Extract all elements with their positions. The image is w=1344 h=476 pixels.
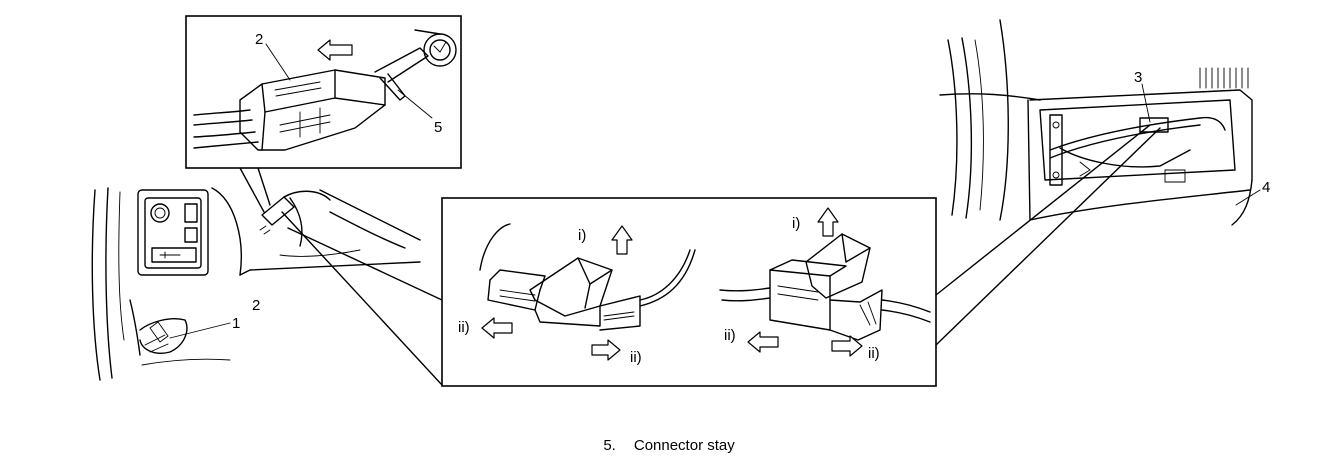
label-step-ii-1-left: ii)	[458, 319, 470, 336]
label-step-ii-2-right: ii)	[868, 345, 880, 362]
label-connector-2-left: 2	[252, 297, 260, 314]
label-step-ii-2-left: ii)	[724, 327, 736, 344]
label-part-4: 4	[1262, 179, 1270, 196]
label-part-3: 3	[1134, 69, 1142, 86]
dashboard-right-view	[939, 19, 1261, 226]
label-connector-stay-5: 5	[434, 119, 442, 136]
inset-removal-steps	[281, 124, 1161, 387]
label-step-i-2: i)	[792, 215, 800, 232]
label-part-1: 1	[232, 315, 240, 332]
label-step-ii-1-right: ii)	[630, 349, 642, 366]
label-step-i-1: i)	[578, 227, 586, 244]
caption-text: Connector stay	[633, 437, 735, 454]
label-connector-2-top: 2	[255, 31, 263, 48]
figure-caption: 5. Connector stay	[595, 420, 735, 454]
dashboard-left-view	[91, 187, 421, 381]
caption-number: 5.	[603, 437, 616, 454]
connector-step-1	[479, 223, 696, 361]
inset-connector-detail	[185, 15, 462, 213]
connector-step-2	[719, 207, 931, 357]
